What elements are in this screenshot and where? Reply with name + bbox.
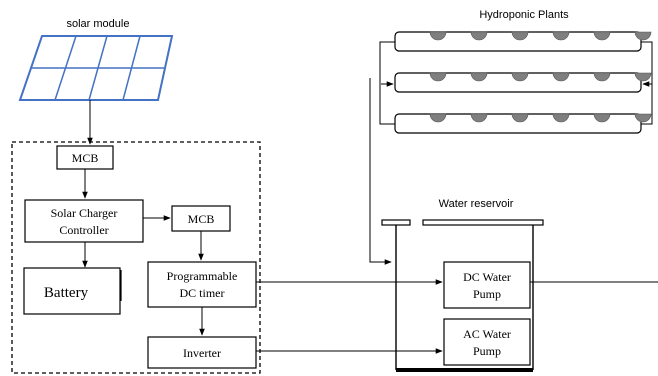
dc-water-pump-box: DC Water Pump: [443, 261, 531, 309]
solar-module-label: solar module: [67, 18, 130, 30]
plant-pod: [552, 72, 570, 82]
inverter-label: Inverter: [183, 346, 221, 360]
programmable-dc-timer-box: Programmable DC timer: [147, 261, 257, 308]
mcb-top-box: MCB: [56, 145, 114, 170]
dc-pump-label-line2: Pump: [473, 287, 501, 301]
hydroponic-channels: [394, 31, 652, 134]
plant-pod: [552, 113, 570, 123]
plant-pod: [593, 31, 611, 41]
water-reservoir-label: Water reservoir: [439, 198, 514, 210]
mcb-mid-label: MCB: [188, 212, 215, 226]
plant-pod: [593, 72, 611, 82]
charger-label-line1: Solar Charger: [51, 206, 118, 220]
plant-pod: [552, 31, 570, 41]
plant-pod: [429, 113, 447, 123]
plant-pod: [470, 113, 488, 123]
water-reservoir-tank: [381, 219, 544, 372]
ac-pump-label-line1: AC Water: [463, 327, 511, 341]
solar-panel: [18, 35, 174, 101]
plant-pod: [429, 31, 447, 41]
plant-pod: [634, 31, 652, 41]
ac-water-pump-box: AC Water Pump: [443, 318, 531, 366]
timer-label-line1: Programmable: [167, 269, 238, 283]
charger-label-line2: Controller: [59, 223, 108, 237]
plant-pod: [511, 31, 529, 41]
plant-pod: [634, 72, 652, 82]
plant-pod: [470, 31, 488, 41]
inverter-box: Inverter: [147, 336, 257, 369]
battery-box: Battery: [23, 267, 122, 315]
plant-pod: [593, 113, 611, 123]
mcb-top-label: MCB: [72, 151, 99, 165]
control-enclosure: [11, 141, 261, 374]
plant-pod: [429, 72, 447, 82]
plant-pod: [470, 72, 488, 82]
solar-charger-controller-box: Solar Charger Controller: [24, 199, 144, 243]
timer-label-line2: DC timer: [180, 286, 225, 300]
dc-pump-label-line1: DC Water: [463, 270, 511, 284]
hydroponic-plants-label: Hydroponic Plants: [479, 9, 569, 21]
plant-pod: [511, 113, 529, 123]
ac-pump-label-line2: Pump: [473, 344, 501, 358]
plant-pod: [634, 113, 652, 123]
mcb-mid-box: MCB: [171, 205, 231, 232]
plant-pod: [511, 72, 529, 82]
battery-label: Battery: [44, 285, 89, 301]
